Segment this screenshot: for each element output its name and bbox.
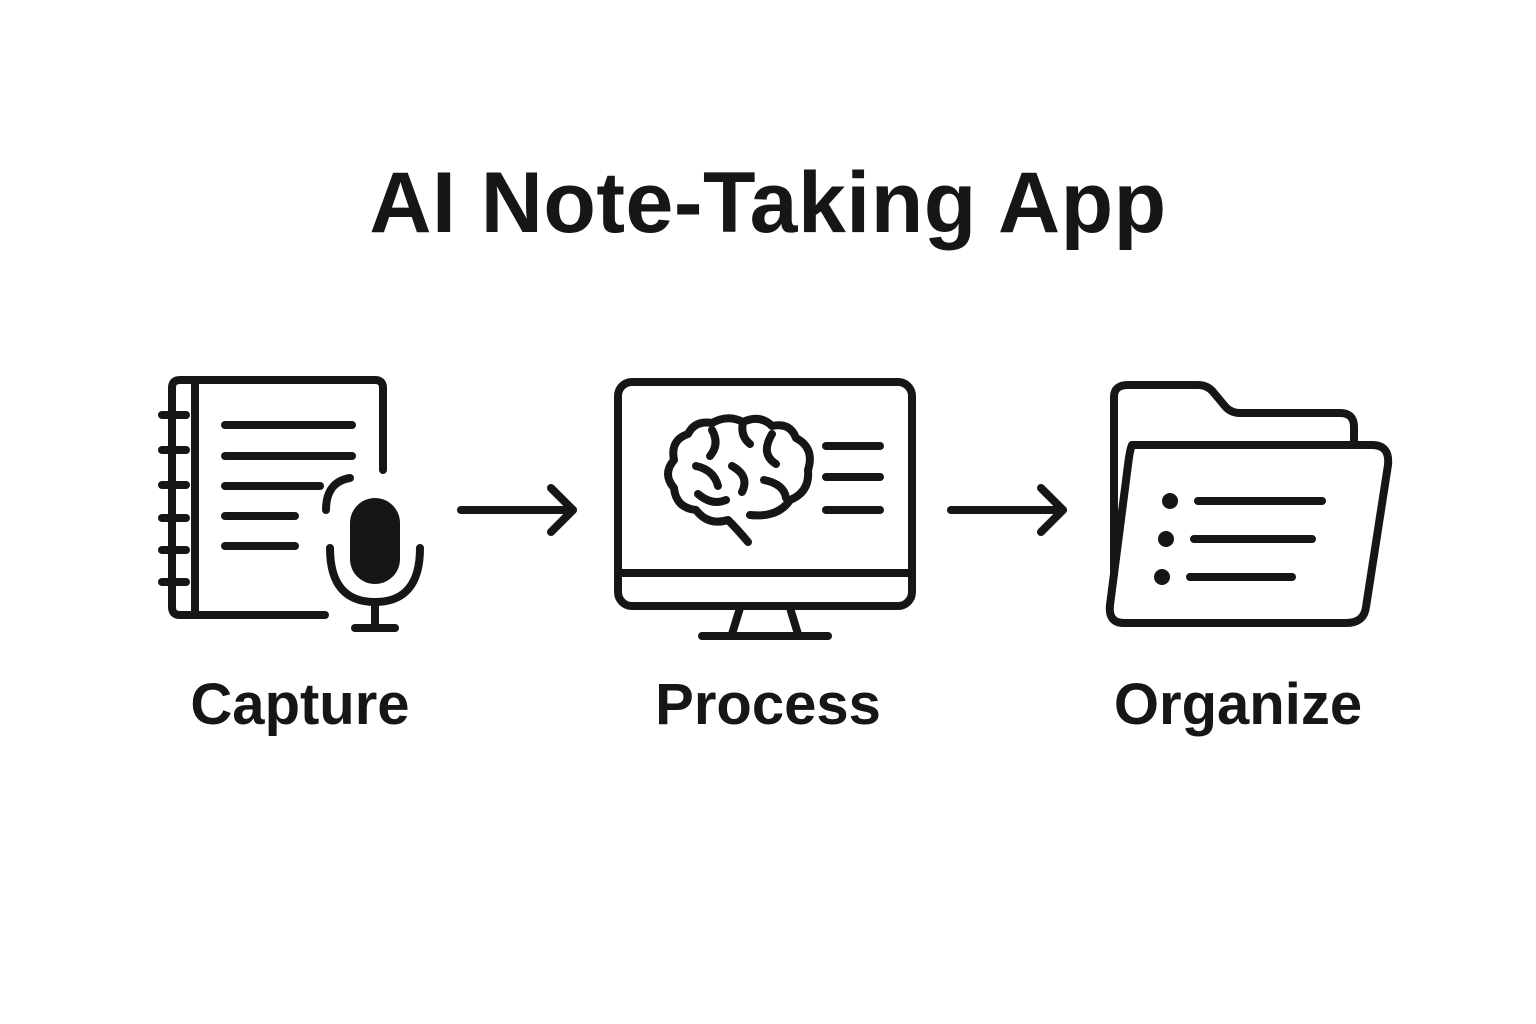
step-label-process: Process — [655, 672, 881, 737]
diagram-title: AI Note-Taking App — [369, 155, 1167, 251]
monitor-brain-icon — [614, 378, 916, 640]
notebook-microphone-icon — [158, 376, 424, 632]
step-label-capture: Capture — [190, 672, 410, 737]
arrow-right-icon — [457, 484, 577, 536]
arrow-right-icon — [947, 484, 1067, 536]
folder-list-icon — [1105, 381, 1393, 627]
step-label-organize: Organize — [1113, 672, 1363, 737]
